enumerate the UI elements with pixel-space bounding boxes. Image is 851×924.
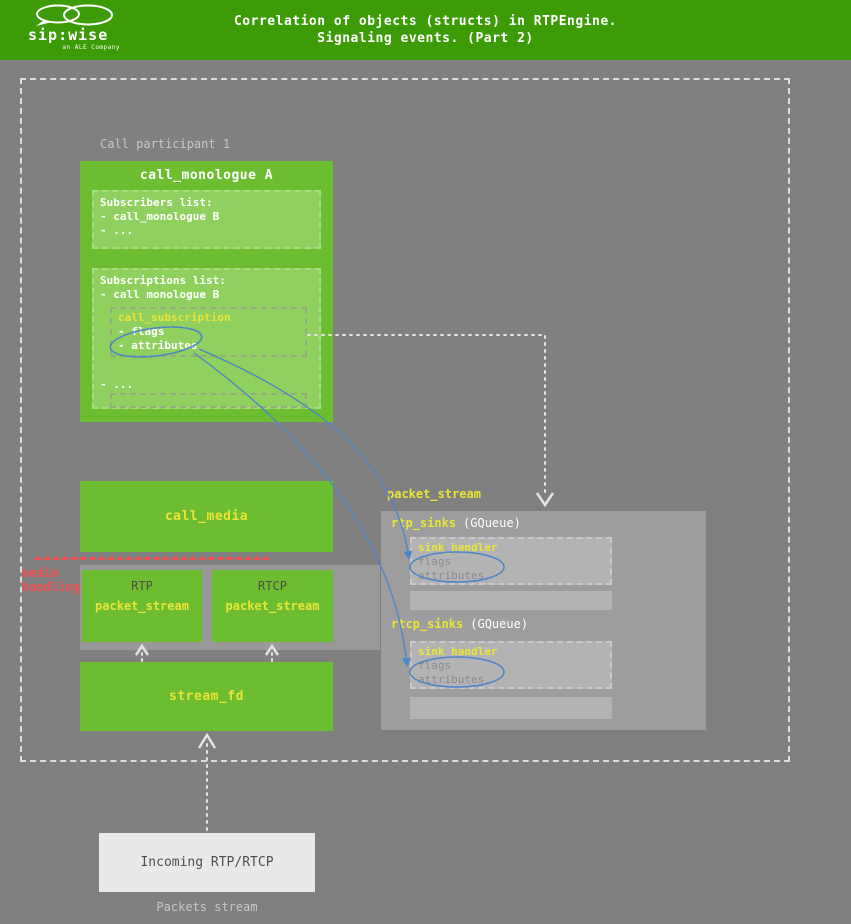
- slide-title-line1: Correlation of objects (structs) in RTPE…: [233, 14, 618, 29]
- rtp-sinks-name: rtp_sinks: [391, 516, 457, 530]
- rtp-sinks-label: rtp_sinks (GQueue): [391, 516, 521, 530]
- call-subscription-attributes: - attributes: [118, 339, 198, 352]
- rtp-sink-handler-attributes: attributes: [418, 569, 485, 582]
- media-handling-label: media handling: [22, 566, 80, 594]
- packet-stream-panel-label: packet_stream: [387, 487, 481, 501]
- rtp-sink-handler-title: sink_handler: [418, 541, 498, 554]
- subscribers-item: - call_monologue B: [100, 210, 220, 223]
- subscriptions-ellipsis: - ...: [100, 378, 134, 391]
- packet-stream-panel: rtp_sinks (GQueue) sink_handler flags att…: [381, 511, 706, 730]
- subscriptions-title: Subscriptions list:: [100, 274, 226, 287]
- diagram-boundary: [20, 78, 790, 762]
- rtcp-sinks-name: rtcp_sinks: [391, 617, 464, 631]
- rtp-sink-handler-flags: flags: [418, 555, 452, 568]
- participant-label: Call participant 1: [100, 137, 231, 151]
- subscribers-list-box: Subscribers list: - call_monologue B - .…: [92, 190, 321, 249]
- incoming-title: Incoming RTP/RTCP: [140, 855, 274, 870]
- rtp-packet-stream-box: RTP packet_stream: [82, 570, 202, 642]
- rtcp-sink-placeholder-box: [410, 697, 612, 719]
- subscription-placeholder-box: [110, 393, 307, 408]
- call-media-title: call_media: [164, 509, 249, 524]
- rtp-sinks-type: (GQueue): [463, 516, 521, 530]
- rtp-sink-handler-box: sink_handler flags attributes: [410, 537, 612, 585]
- packets-stream-caption: Packets stream: [156, 900, 258, 914]
- stream-fd-box: stream_fd: [80, 662, 333, 731]
- call-subscription-title: call_subscription: [118, 311, 231, 324]
- rtcp-label: RTCP: [258, 579, 287, 593]
- subscriptions-item: - call monologue B: [100, 288, 220, 301]
- rtcp-sink-handler-flags: flags: [418, 659, 452, 672]
- call-monologue-box: call_monologue A Subscribers list: - cal…: [80, 161, 333, 422]
- media-handling-divider: [35, 557, 269, 560]
- rtcp-sinks-label: rtcp_sinks (GQueue): [391, 617, 528, 631]
- rtcp-sink-handler-attributes: attributes: [418, 673, 485, 686]
- rtcp-sinks-type: (GQueue): [470, 617, 529, 631]
- call-media-box: call_media: [80, 481, 333, 552]
- subscribers-title: Subscribers list:: [100, 196, 213, 209]
- sipwise-logo: sip:wise an ALE Company: [28, 4, 138, 51]
- header-bar: sip:wise an ALE Company Correlation of o…: [0, 0, 851, 60]
- slide-title: Correlation of objects (structs) in RTPE…: [0, 13, 851, 47]
- rtp-packet-stream-title: packet_stream: [95, 599, 189, 613]
- subscriptions-list-box: Subscriptions list: - call monologue B c…: [92, 268, 321, 409]
- call-monologue-title: call_monologue A: [139, 168, 274, 183]
- rtp-label: RTP: [131, 579, 153, 593]
- speech-bubbles-icon: [36, 4, 113, 26]
- media-handling-line1: media: [22, 566, 59, 580]
- incoming-rtp-rtcp-box: Incoming RTP/RTCP: [99, 833, 315, 892]
- slide-title-line2: Signaling events. (Part 2): [317, 31, 534, 46]
- rtcp-sink-handler-title: sink_handler: [418, 645, 498, 658]
- rtcp-packet-stream-title: packet_stream: [225, 599, 320, 613]
- stream-fd-title: stream_fd: [169, 689, 244, 704]
- call-subscription-box: call_subscription - flags - attributes: [110, 307, 307, 357]
- subscribers-item: - ...: [100, 224, 134, 237]
- rtcp-packet-stream-box: RTCP packet_stream: [212, 570, 333, 642]
- logo-tagline: an ALE Company: [62, 44, 120, 51]
- rtcp-sink-handler-box: sink_handler flags attributes: [410, 641, 612, 689]
- media-handling-line2: handling: [22, 580, 80, 594]
- rtp-sink-placeholder-box: [410, 591, 612, 610]
- call-subscription-flags: - flags: [118, 325, 165, 338]
- logo-brand-text: sip:wise: [28, 26, 109, 44]
